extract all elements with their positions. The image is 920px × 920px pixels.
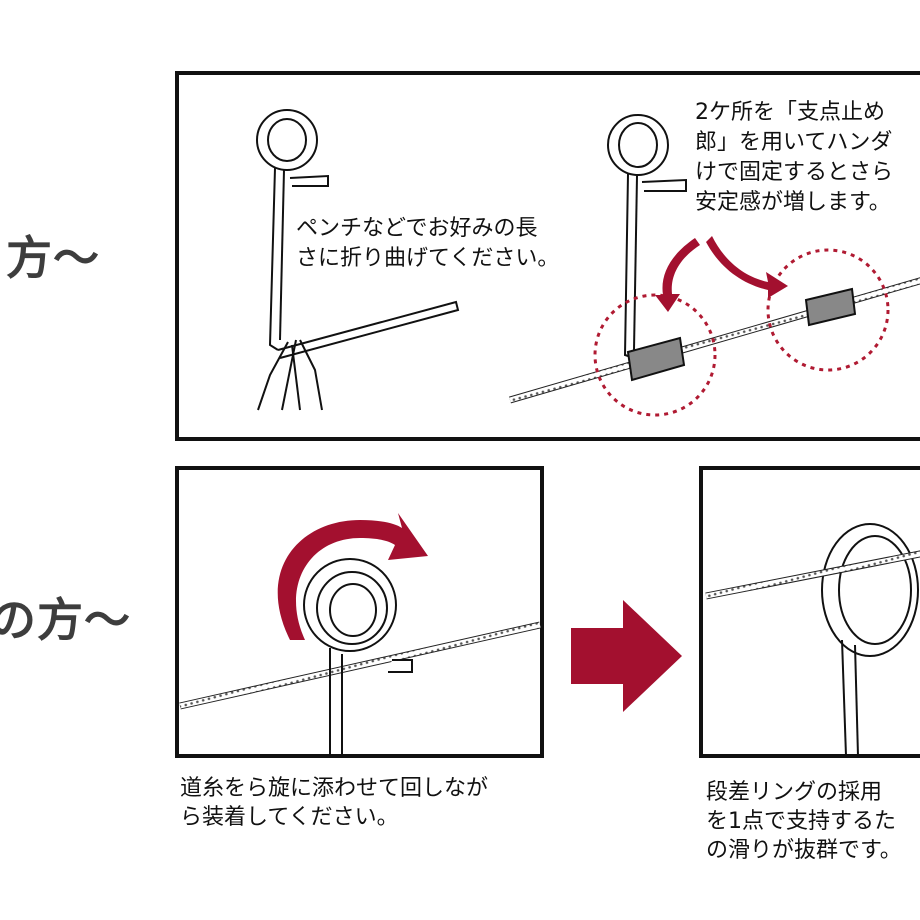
crimp-sleeve <box>626 287 857 382</box>
next-step-arrow-icon <box>571 600 682 712</box>
detail-circle-right <box>766 248 890 372</box>
fixed-hook-illustration <box>607 114 687 361</box>
bottom-right-caption: 段差リングの採用 を1点で支持するた の滑りが抜群です。 <box>706 778 920 865</box>
heading-top: 方〜 <box>6 231 100 285</box>
text-line: 安定感が増します。 <box>695 190 891 215</box>
rotate-arrow-icon <box>277 513 428 640</box>
text-line: ペンチなどでお好みの長 <box>296 216 538 241</box>
text-line: ら装着してください。 <box>180 805 399 830</box>
mounted-hook-illustration <box>821 523 919 757</box>
text-line: 段差リングの採用 <box>706 780 883 805</box>
bottom-left-caption: 道糸をら旋に添わせて回しなが ら装着してください。 <box>180 774 488 832</box>
top-left-text: ペンチなどでお好みの長 さに折り曲げてください。 <box>296 214 559 274</box>
text-line: の滑りが抜群です。 <box>706 838 902 863</box>
text-line: さに折り曲げてください。 <box>296 246 560 271</box>
coil-hook-illustration <box>303 558 413 756</box>
text-line: 2ケ所を「支点止め <box>695 100 885 125</box>
text-line: を1点で支持するた <box>706 809 896 834</box>
bottom-left-frame <box>175 466 544 758</box>
pointer-arrow-icon <box>655 236 788 312</box>
top-right-text: 2ケ所を「支点止め 郎」を用いてハンダ けで固定するとさら 安定感が増します。 <box>695 98 920 218</box>
bent-hook-illustration <box>256 109 460 411</box>
heading-bottom: の方〜 <box>0 593 131 647</box>
text-line: けで固定するとさら <box>695 160 894 185</box>
bottom-right-frame <box>699 466 920 758</box>
top-panel-frame <box>175 71 920 441</box>
text-line: 道糸をら旋に添わせて回しなが <box>180 776 489 801</box>
text-line: 郎」を用いてハンダ <box>695 130 893 155</box>
